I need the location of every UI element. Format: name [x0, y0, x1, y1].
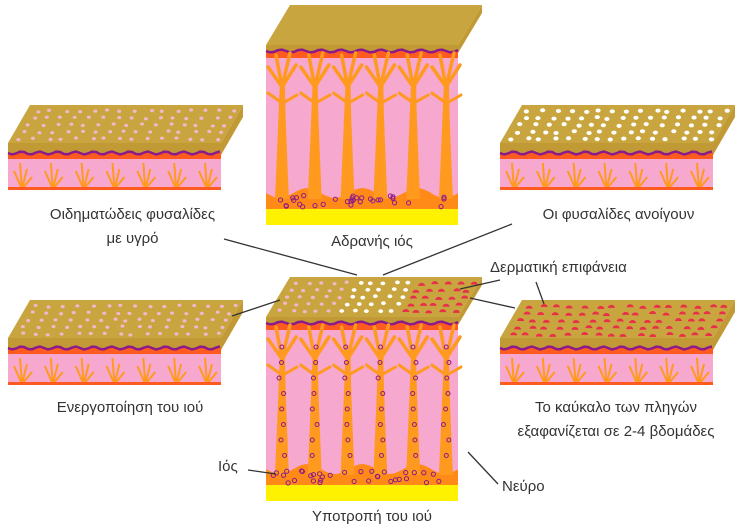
block-virus-recurrence	[265, 277, 482, 501]
nerve-ending	[690, 162, 710, 190]
leader-line	[247, 469, 277, 475]
nerve-fiber	[430, 323, 463, 475]
label-scab-line1: Το καύκαλο των πληγών	[535, 399, 697, 416]
nerve-fiber	[331, 323, 365, 475]
surface-marks	[510, 304, 728, 337]
label-fluid-blisters-line2: με υγρό	[106, 230, 159, 247]
nerve-ending	[659, 162, 679, 190]
block-blisters-open	[499, 105, 735, 190]
surface-marks	[16, 108, 237, 142]
label-virus-activation: Ενεργοποίηση του ιού	[56, 399, 204, 416]
leader-lines	[223, 223, 545, 485]
nerve-ending	[136, 162, 157, 190]
nerve-fiber	[430, 51, 463, 199]
label-nerve: Νεύρο	[502, 478, 545, 495]
label-skin-surface: Δερματική επιφάνεια	[490, 259, 627, 276]
nerve-fiber	[266, 323, 299, 475]
nerve-fiber	[397, 51, 430, 199]
block-dormant-virus	[265, 5, 482, 225]
surface-marks	[277, 280, 478, 314]
label-virus-recurrence: Υποτροπή του ιού	[311, 508, 433, 525]
label-blisters-open: Οι φυσαλίδες ανοίγουν	[542, 206, 695, 223]
virus-particles	[277, 193, 447, 210]
label-fluid-blisters-line1: Οιδηματώδεις φυσαλίδες	[49, 206, 216, 223]
nerve-fiber	[266, 51, 299, 199]
nerve-ending	[628, 357, 649, 385]
virus-particles	[270, 344, 452, 486]
nerve-fiber	[299, 51, 332, 199]
surface-marks	[508, 108, 730, 142]
leader-line	[382, 223, 513, 276]
skin-blocks	[7, 5, 735, 501]
label-dormant-virus: Αδρανής ιός	[331, 233, 413, 250]
nerve-ending	[167, 357, 187, 385]
nerve-fiber	[364, 51, 397, 199]
block-fluid-blisters	[7, 105, 243, 190]
surface-marks	[20, 303, 238, 337]
leader-line	[535, 281, 545, 305]
block-virus-activation	[7, 300, 243, 385]
leader-line	[459, 279, 501, 290]
leader-line	[469, 297, 516, 309]
nerve-ending	[628, 162, 649, 190]
nerve-fiber	[397, 323, 430, 475]
nerve-ending	[13, 357, 33, 385]
label-virus: Ιός	[218, 458, 238, 475]
nerve-ending	[13, 162, 33, 190]
leader-line	[467, 451, 499, 485]
leader-line	[223, 238, 358, 276]
nerve-ending	[198, 162, 218, 190]
nerve-fiber	[364, 323, 397, 475]
nerve-fiber	[331, 51, 365, 199]
nerve-fiber	[299, 323, 332, 475]
nerve-ending	[566, 162, 587, 190]
label-scab-line2: εξαφανίζεται σε 2-4 βδομάδες	[517, 423, 715, 440]
block-scab	[499, 300, 735, 385]
leader-line	[231, 299, 281, 317]
